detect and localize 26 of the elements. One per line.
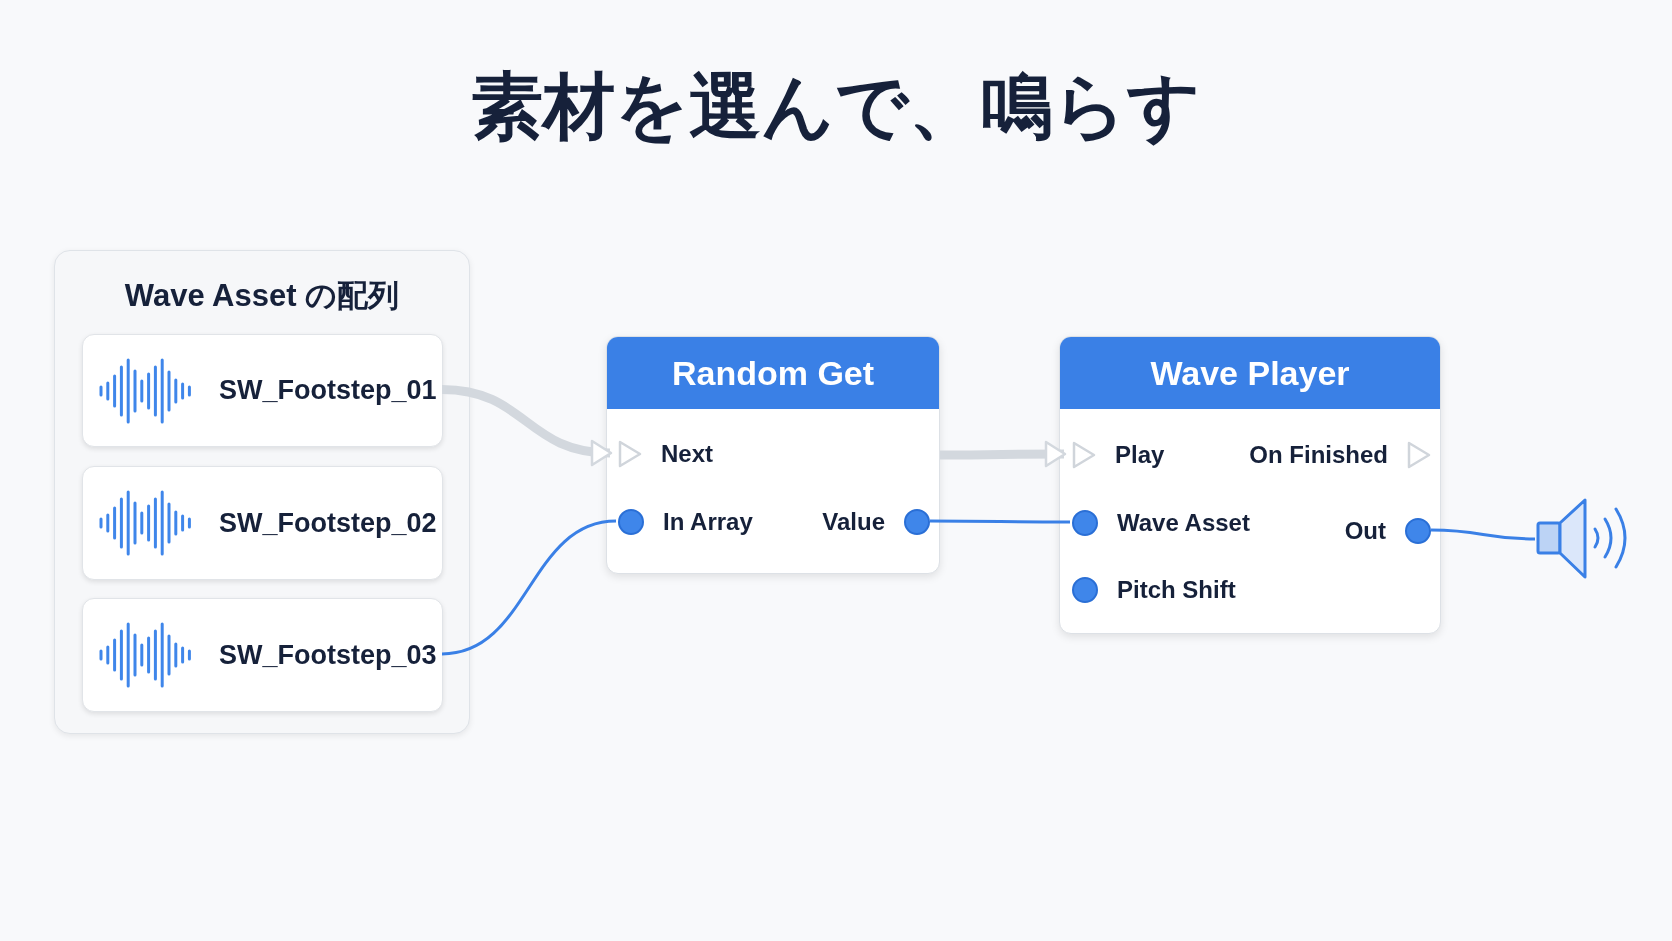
pin-label: Play bbox=[1115, 440, 1165, 470]
asset-name: SW_Footstep_02 bbox=[219, 506, 437, 540]
graph-node bbox=[1059, 336, 1441, 634]
pin-label: On Finished bbox=[1249, 440, 1388, 470]
asset-name: SW_Footstep_03 bbox=[219, 638, 437, 672]
node-header: Random Get bbox=[607, 337, 939, 409]
pin-label: In Array bbox=[663, 507, 753, 537]
asset-card bbox=[82, 466, 443, 580]
connector bbox=[441, 519, 617, 656]
graph-node bbox=[606, 336, 940, 574]
asset-card bbox=[82, 598, 443, 712]
pin-label: Pitch Shift bbox=[1117, 575, 1236, 605]
asset-card bbox=[82, 334, 443, 447]
title: 素材を選んで、鳴らす bbox=[470, 63, 1202, 150]
pin-label: Wave Asset bbox=[1117, 508, 1250, 538]
connector bbox=[930, 519, 1070, 524]
pin-label: Next bbox=[661, 439, 714, 469]
connector bbox=[1430, 528, 1536, 541]
panel-title: Wave Asset の配列 bbox=[123, 277, 401, 315]
pin-label: Value bbox=[822, 507, 885, 537]
pin-label: Out bbox=[1344, 516, 1386, 546]
array-panel bbox=[54, 250, 470, 734]
node-header: Wave Player bbox=[1060, 337, 1440, 409]
asset-name: SW_Footstep_01 bbox=[219, 374, 437, 408]
connector bbox=[441, 385, 613, 466]
connector bbox=[940, 440, 1067, 468]
